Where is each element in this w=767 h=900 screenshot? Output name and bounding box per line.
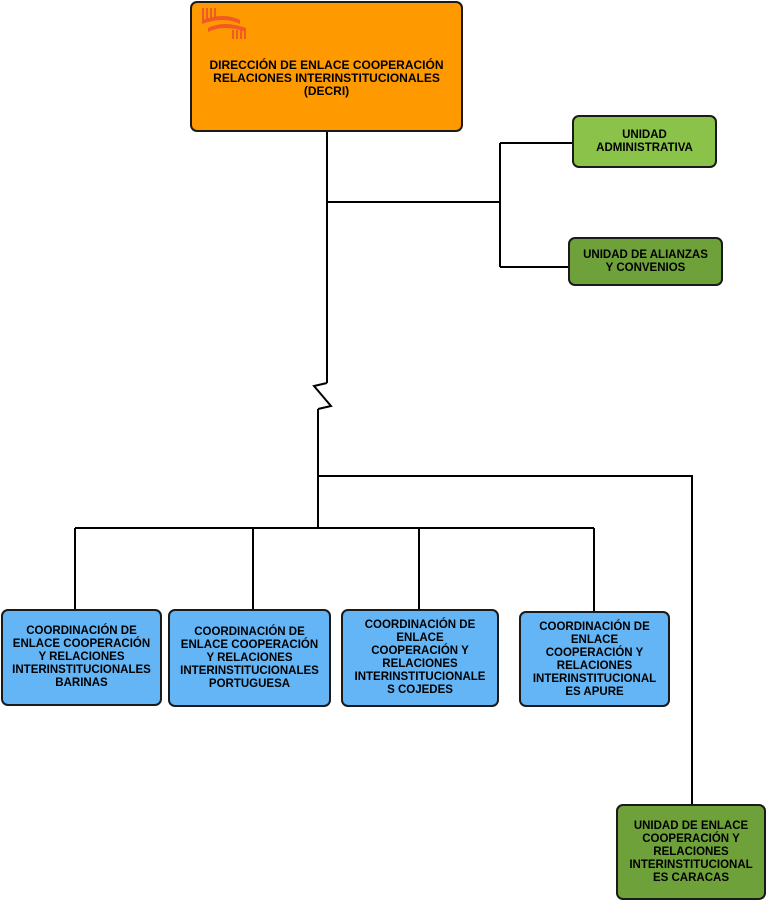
coordination-portuguesa-label: COORDINACIÓN DE ENLACE COOPERACIÓN Y REL… xyxy=(180,625,319,690)
coordination-cojedes-box: COORDINACIÓN DE ENLACE COOPERACIÓN Y REL… xyxy=(341,609,499,707)
coordination-apure-box: COORDINACIÓN DE ENLACE COOPERACIÓN Y REL… xyxy=(519,611,670,707)
unit-administrativa-label: UNIDAD ADMINISTRATIVA xyxy=(596,128,693,154)
caracas-branch xyxy=(318,475,693,804)
coordination-portuguesa-box: COORDINACIÓN DE ENLACE COOPERACIÓN Y REL… xyxy=(168,609,331,707)
unit-alianzas-label: UNIDAD DE ALIANZAS Y CONVENIOS xyxy=(583,248,708,274)
decri-label: DIRECCIÓN DE ENLACE COOPERACIÓN RELACION… xyxy=(209,58,444,98)
coordination-barinas-label: COORDINACIÓN DE ENLACE COOPERACIÓN Y REL… xyxy=(12,625,151,689)
unit-alianzas-box: UNIDAD DE ALIANZAS Y CONVENIOS xyxy=(568,237,723,286)
unit-caracas-label: UNIDAD DE ENLACE COOPERACIÓN Y RELACIONE… xyxy=(629,819,753,884)
organization-logo-icon xyxy=(202,8,246,39)
coordination-barinas-box: COORDINACIÓN DE ENLACE COOPERACIÓN Y REL… xyxy=(1,609,162,706)
unit-caracas-box: UNIDAD DE ENLACE COOPERACIÓN Y RELACIONE… xyxy=(616,804,766,900)
unit-administrativa-box: UNIDAD ADMINISTRATIVA xyxy=(572,115,717,168)
decri-box: DIRECCIÓN DE ENLACE COOPERACIÓN RELACION… xyxy=(190,1,463,132)
coordination-apure-label: COORDINACIÓN DE ENLACE COOPERACIÓN Y REL… xyxy=(532,621,657,698)
trunk-break xyxy=(312,382,333,410)
coordination-cojedes-label: COORDINACIÓN DE ENLACE COOPERACIÓN Y REL… xyxy=(354,619,486,696)
